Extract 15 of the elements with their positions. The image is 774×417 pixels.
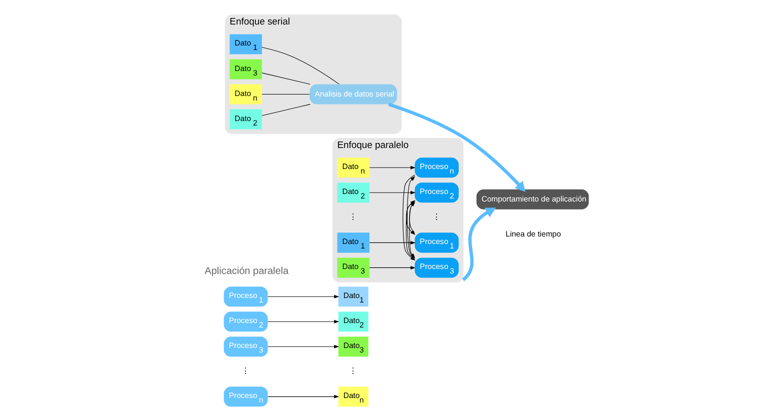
label: Aplicación paralela (204, 266, 288, 278)
connector (261, 94, 310, 95)
arrow (388, 102, 526, 192)
arrow (267, 320, 339, 324)
arrow (368, 240, 415, 244)
connector (261, 46, 339, 84)
arrow (267, 394, 339, 398)
arrow (368, 190, 415, 194)
connector (261, 104, 310, 116)
arrow (368, 166, 415, 170)
arrow (368, 266, 415, 270)
arrow (461, 208, 496, 282)
connector (261, 72, 310, 84)
arrow (267, 294, 339, 298)
arrow (267, 344, 339, 348)
